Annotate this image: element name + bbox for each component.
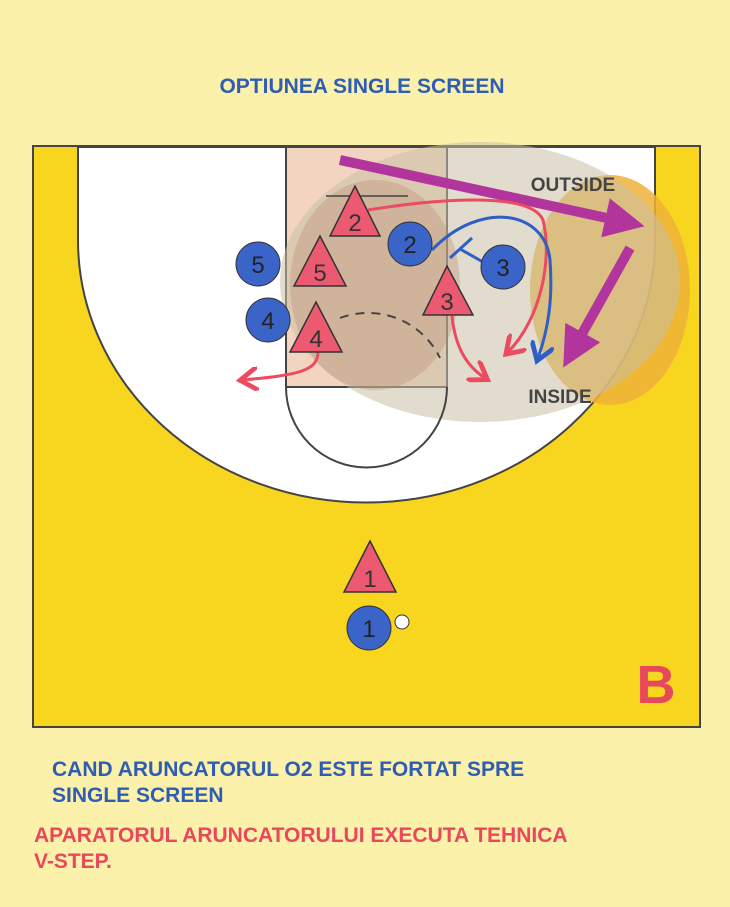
free-throw-circle xyxy=(285,386,448,469)
defender3-path xyxy=(450,315,485,378)
svg-text:3: 3 xyxy=(496,255,509,282)
offense-player-2: 2 xyxy=(387,221,433,267)
offense-player-3: 3 xyxy=(480,244,526,290)
svg-text:1: 1 xyxy=(362,616,375,643)
inside-arrow xyxy=(563,245,635,368)
inside-label: INSIDE xyxy=(528,387,591,408)
caption-red: APARATORUL ARUNCATORULUI EXECUTA TEHNICA… xyxy=(34,823,568,875)
diagram-title: OPTIUNEA SINGLE SCREEN xyxy=(219,75,504,98)
screen-mark xyxy=(448,236,484,264)
outside-arrow xyxy=(338,155,645,238)
caption-red-line: APARATORUL ARUNCATORULUI EXECUTA TEHNICA xyxy=(34,824,568,847)
caption-red-line: V-STEP. xyxy=(34,850,112,873)
caption-blue-line: CAND ARUNCATORUL O2 ESTE FORTAT SPRE xyxy=(52,758,525,781)
defense-player-2: 2 xyxy=(328,184,382,237)
panel-label: B xyxy=(637,655,676,715)
svg-text:4: 4 xyxy=(261,308,274,335)
svg-text:5: 5 xyxy=(251,252,264,279)
svg-text:1: 1 xyxy=(363,566,376,593)
caption-blue: CAND ARUNCATORUL O2 ESTE FORTAT SPRE SIN… xyxy=(52,757,524,809)
svg-text:5: 5 xyxy=(313,260,326,287)
svg-text:2: 2 xyxy=(403,232,416,259)
defense-player-1: 1 xyxy=(342,539,398,593)
svg-text:4: 4 xyxy=(309,326,322,353)
ball-icon xyxy=(394,614,410,630)
caption-blue-line: SINGLE SCREEN xyxy=(52,784,224,807)
defense-player-3: 3 xyxy=(421,264,475,316)
defense-player-5: 5 xyxy=(292,234,348,287)
defender2-path xyxy=(367,198,548,352)
offense-player-1: 1 xyxy=(346,605,392,651)
offense2-path xyxy=(430,215,551,358)
svg-text:2: 2 xyxy=(348,210,361,237)
defender4-path xyxy=(243,351,320,380)
free-throw-circle-dashed xyxy=(339,311,441,359)
outside-label: OUTSIDE xyxy=(531,175,615,196)
defense-player-4: 4 xyxy=(288,300,344,353)
svg-text:3: 3 xyxy=(440,289,453,316)
offense-player-5: 5 xyxy=(235,241,281,287)
offense-player-4: 4 xyxy=(245,297,291,343)
